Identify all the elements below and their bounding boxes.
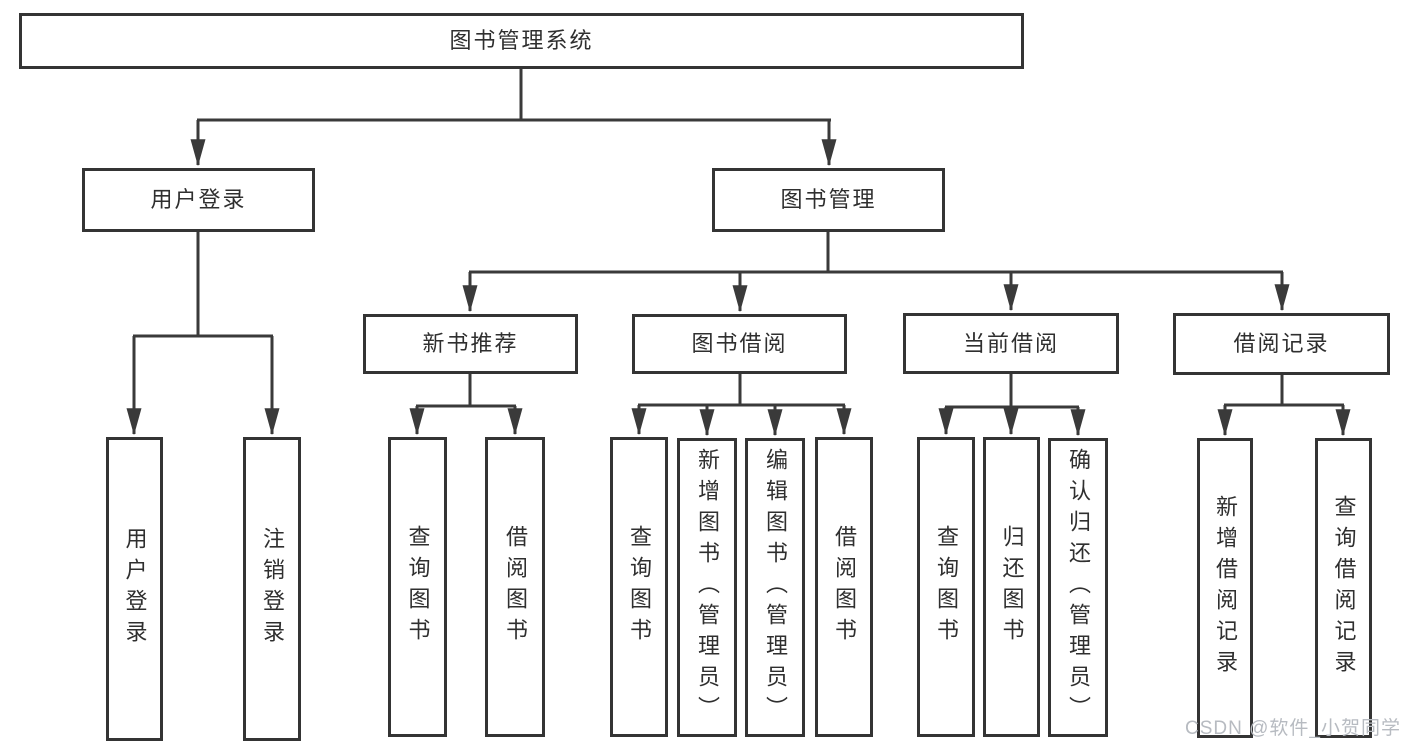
leaf-edit-books-admin: 编辑图书（管理员） bbox=[745, 438, 805, 737]
node-book-borrowing: 图书借阅 bbox=[632, 314, 847, 374]
leaf-query-books-current: 查询图书 bbox=[917, 437, 975, 737]
leaf-add-books-admin: 新增图书（管理员） bbox=[677, 438, 737, 737]
node-library-system: 图书管理系统 bbox=[19, 13, 1024, 69]
leaf-confirm-return-admin: 确认归还（管理员） bbox=[1048, 438, 1108, 737]
leaf-return-books: 归还图书 bbox=[983, 437, 1040, 737]
csdn-watermark: CSDN @软件_小贺同学 bbox=[1185, 718, 1401, 739]
leaf-user-login: 用户登录 bbox=[106, 437, 163, 741]
leaf-borrow-books-recommend: 借阅图书 bbox=[485, 437, 545, 737]
connector-lines bbox=[126, 69, 1351, 437]
leaf-logout: 注销登录 bbox=[243, 437, 301, 741]
leaf-add-borrow-record: 新增借阅记录 bbox=[1197, 438, 1253, 738]
node-new-book-recommend: 新书推荐 bbox=[363, 314, 578, 374]
leaf-query-borrow-record: 查询借阅记录 bbox=[1315, 438, 1372, 738]
node-user-login-group: 用户登录 bbox=[82, 168, 315, 232]
node-book-management: 图书管理 bbox=[712, 168, 945, 232]
leaf-query-books-recommend: 查询图书 bbox=[388, 437, 447, 737]
node-borrowing-records: 借阅记录 bbox=[1173, 313, 1390, 375]
leaf-query-books-borrowing: 查询图书 bbox=[610, 437, 668, 737]
node-current-borrowing: 当前借阅 bbox=[903, 313, 1119, 374]
leaf-borrow-books-borrowing: 借阅图书 bbox=[815, 437, 873, 737]
